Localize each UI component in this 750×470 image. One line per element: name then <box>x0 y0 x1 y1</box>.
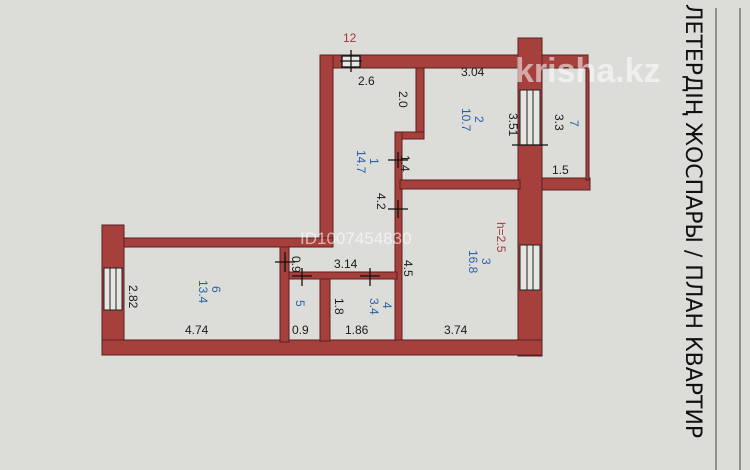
room-2-area: 10.7 <box>459 108 473 132</box>
watermark-listing-id: ID1007454830 <box>300 229 412 248</box>
hall-left-wall <box>319 54 334 248</box>
room-5-number: 5 <box>293 300 307 307</box>
dim-hall-door: 1.4 <box>398 155 412 172</box>
room-1-number: 1 <box>367 158 381 165</box>
bottom-wall <box>101 339 543 356</box>
window-room2 <box>519 89 541 146</box>
room-3-number: 3 <box>479 258 493 265</box>
axis-marker: 12 <box>343 31 357 45</box>
corridor-wall <box>288 271 398 280</box>
room-3-area: 16.8 <box>466 250 480 274</box>
balcony-bottom-wall <box>541 177 591 191</box>
dim-room4-width: 1.86 <box>345 323 369 337</box>
walls <box>101 37 591 357</box>
partition-room5-room4 <box>319 278 331 342</box>
dim-room4-depth: 1.8 <box>332 298 346 315</box>
room-2-number: 2 <box>472 116 486 123</box>
wall-room2-room3 <box>399 179 521 190</box>
partition-room6-room5 <box>279 246 290 343</box>
room-labels: 1 14.7 2 10.7 3 16.8 4 3.4 5 6 13.4 7 <box>196 108 581 315</box>
room-4-area: 3.4 <box>367 298 381 315</box>
ceiling-height: h=2.5 <box>494 222 508 253</box>
window-room6 <box>103 267 123 311</box>
dim-corridor-width: 3.14 <box>334 257 358 271</box>
dimension-labels: 2.6 2.0 1.4 4.2 3.04 3.51 3.3 1.5 4.5 3.… <box>126 65 569 337</box>
dim-room5-width: 0.9 <box>292 323 309 337</box>
room-4-number: 4 <box>380 302 394 309</box>
dim-room6-width: 4.74 <box>185 323 209 337</box>
dim-hall-length: 4.2 <box>374 193 388 210</box>
dim-room3-width: 3.74 <box>444 323 468 337</box>
windows <box>103 89 541 311</box>
balcony-rail <box>585 67 590 181</box>
dim-room2-width: 3.04 <box>461 65 485 79</box>
dim-room3-depth: 4.5 <box>401 260 415 277</box>
room-1-area: 14.7 <box>354 150 368 174</box>
watermark-brand: krisha.kz <box>515 52 661 90</box>
window-room3 <box>519 244 541 291</box>
dim-hall-side: 2.0 <box>396 91 410 108</box>
dim-room2-depth: 3.51 <box>506 113 520 137</box>
room-7-number: 7 <box>567 120 581 127</box>
room-6-number: 6 <box>209 286 223 293</box>
door-marks <box>275 50 548 286</box>
dim-room6-depth: 2.82 <box>126 285 140 309</box>
dim-balcony-width: 1.5 <box>552 163 569 177</box>
room-6-area: 13.4 <box>196 280 210 304</box>
dim-corridor-depth: 0.9 <box>289 256 303 273</box>
dim-hall-top: 2.6 <box>358 74 375 88</box>
dim-room7-area: 3.3 <box>552 114 566 131</box>
partition-hall-room2-upper <box>415 67 425 139</box>
plan-title: ЛЕТЕРДІҢ ЖОСПАРЫ / ПЛАН КВАРТИР <box>680 4 705 438</box>
